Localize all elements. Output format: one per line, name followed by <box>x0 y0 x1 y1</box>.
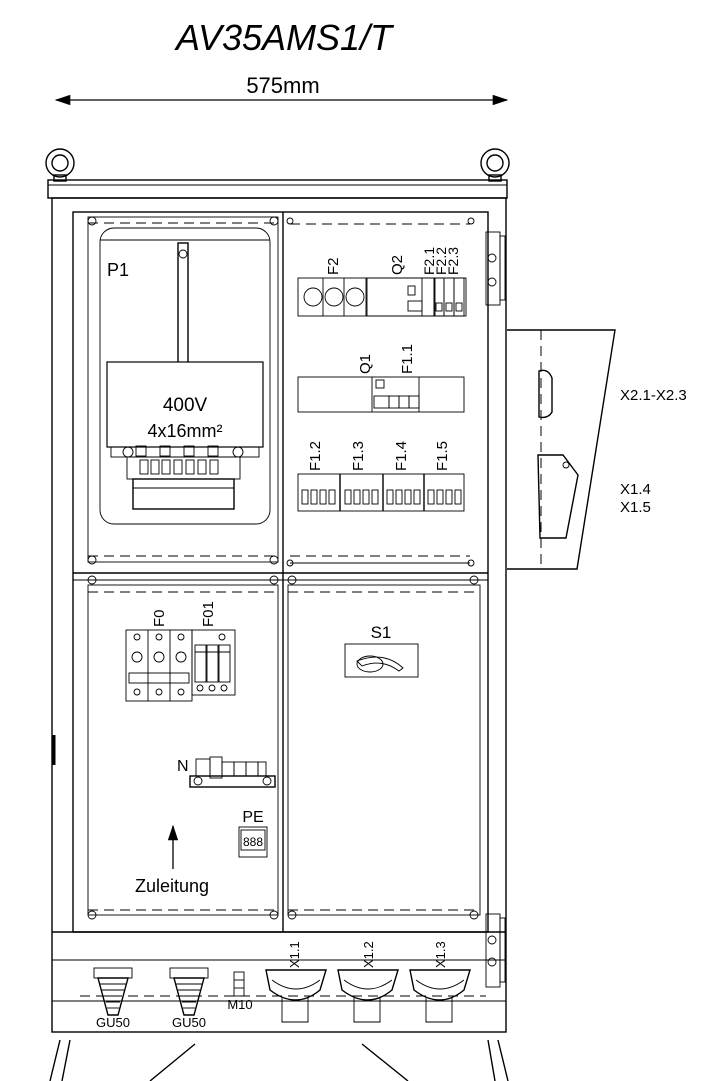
rcd-row-f12-f15 <box>297 473 465 512</box>
drawing-title: AV35AMS1/T <box>174 17 395 58</box>
cable-gland-gu50-right <box>169 967 209 1016</box>
cover-screws <box>87 216 479 920</box>
label-x1-3: X1.3 <box>433 941 448 968</box>
meter-voltage-label: 400V <box>163 395 208 416</box>
label-x1-1: X1.1 <box>287 941 302 968</box>
label-side-x1-4: X1.4 <box>620 481 651 498</box>
lower-right-cover <box>287 584 481 916</box>
label-m10: M10 <box>227 997 252 1012</box>
cabinet-body <box>51 197 507 1033</box>
cabinet-roof <box>47 179 508 199</box>
supply-label: Zuleitung <box>135 876 209 896</box>
lifting-eye-right <box>480 148 510 182</box>
door-hinge-bottom <box>485 913 506 988</box>
label-f01: F01 <box>200 601 217 627</box>
label-f0: F0 <box>151 609 168 627</box>
fuse-block-f0 <box>125 629 193 702</box>
lower-left-cover <box>87 584 279 916</box>
m10-ground-bolt <box>233 971 245 997</box>
label-f1-1: F1.1 <box>399 344 416 374</box>
cee-socket-x1-1 <box>265 969 327 1023</box>
label-n: N <box>177 758 189 775</box>
label-gu50-right: GU50 <box>172 1015 206 1030</box>
cabinet-base-legs <box>49 1039 509 1081</box>
label-q2: Q2 <box>389 255 406 275</box>
label-side-x2: X2.1-X2.3 <box>620 387 687 404</box>
label-gu50-left: GU50 <box>96 1015 130 1030</box>
meter-label: P1 <box>107 260 129 280</box>
label-f2-3: F2.3 <box>445 247 461 275</box>
width-dimension-label: 575mm <box>246 73 319 98</box>
breaker-group-f2-q2 <box>297 277 467 317</box>
label-f2-2: F2.2 <box>433 247 449 275</box>
label-side-x1-5: X1.5 <box>620 499 651 516</box>
side-socket-box <box>507 329 616 570</box>
main-switch-s1 <box>344 643 419 678</box>
label-f1-5: F1.5 <box>434 441 451 471</box>
cable-gland-gu50-left <box>93 967 133 1016</box>
lifting-eye-left <box>45 148 75 182</box>
label-pe: PE <box>242 809 263 826</box>
label-f1-2: F1.2 <box>307 441 324 471</box>
pe-terminal <box>238 826 268 858</box>
label-f1-3: F1.3 <box>350 441 367 471</box>
meter-cable-label: 4x16mm² <box>147 421 222 441</box>
cee-socket-x1-2 <box>337 969 399 1023</box>
cee-socket-x1-3 <box>409 969 471 1023</box>
pe-terminal-marking: 888 <box>243 835 263 849</box>
neutral-terminal-bar <box>189 756 276 788</box>
breaker-group-q1-f11 <box>297 376 465 413</box>
label-x1-2: X1.2 <box>361 941 376 968</box>
energy-meter-p1 <box>99 227 271 525</box>
label-f2: F2 <box>325 257 342 275</box>
door-hinge-top <box>485 231 506 306</box>
label-f1-4: F1.4 <box>393 441 410 471</box>
meter-cover-plate <box>87 216 279 563</box>
label-q1: Q1 <box>357 354 374 374</box>
surge-protector-f01 <box>191 629 236 696</box>
label-s1: S1 <box>371 623 392 642</box>
label-f2-1: F2.1 <box>421 247 437 275</box>
mounting-frame <box>72 211 489 933</box>
